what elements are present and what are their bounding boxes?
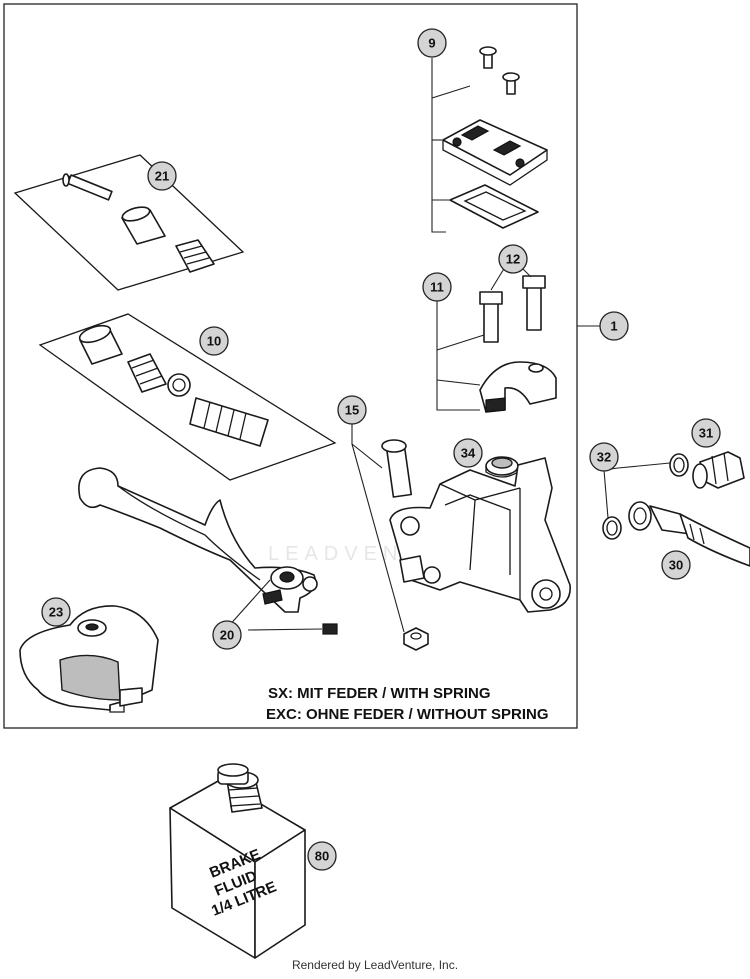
- svg-text:1: 1: [610, 319, 617, 334]
- callout-15[interactable]: 15: [337, 395, 367, 425]
- svg-text:20: 20: [220, 628, 234, 643]
- callout-1[interactable]: 1: [599, 311, 629, 341]
- svg-text:15: 15: [345, 403, 359, 418]
- callout-80[interactable]: 80: [307, 841, 337, 871]
- part-34-plug[interactable]: [485, 456, 519, 478]
- part-30-brake-hose[interactable]: [628, 501, 750, 567]
- callout-34[interactable]: 34: [453, 438, 483, 468]
- master-cylinder-body[interactable]: [389, 457, 571, 613]
- svg-text:9: 9: [428, 36, 435, 51]
- part-31-banjo-bolt[interactable]: [692, 451, 745, 489]
- part-9-cap[interactable]: [431, 46, 548, 233]
- callout-23[interactable]: 23: [41, 597, 71, 627]
- svg-text:10: 10: [207, 334, 221, 349]
- svg-text:23: 23: [49, 605, 63, 620]
- footer-credit: Rendered by LeadVenture, Inc.: [291, 958, 459, 972]
- callout-30[interactable]: 30: [661, 550, 691, 580]
- part-32-washers[interactable]: [602, 453, 689, 540]
- assembly-frame: [3, 3, 578, 729]
- callout-20[interactable]: 20: [212, 620, 242, 650]
- callout-31[interactable]: 31: [691, 418, 721, 448]
- callout-9[interactable]: 9: [417, 28, 447, 58]
- part-23-cover[interactable]: [19, 605, 159, 713]
- part-21-kit[interactable]: [13, 154, 245, 291]
- note-exc: EXC: OHNE FEDER / WITHOUT SPRING: [266, 706, 549, 723]
- part-10-kit[interactable]: [38, 313, 337, 481]
- svg-text:12: 12: [506, 252, 520, 267]
- callout-10[interactable]: 10: [199, 326, 229, 356]
- svg-text:11: 11: [430, 280, 444, 295]
- svg-text:32: 32: [597, 450, 611, 465]
- callout-21[interactable]: 21: [147, 161, 177, 191]
- part-15-bolt[interactable]: [351, 422, 429, 651]
- part-11-12-clamp[interactable]: [436, 266, 557, 413]
- svg-text:21: 21: [155, 169, 169, 184]
- note-sx: SX: MIT FEDER / WITH SPRING: [268, 685, 491, 702]
- svg-text:30: 30: [669, 558, 683, 573]
- brake-lever[interactable]: [78, 467, 338, 635]
- brake-fluid-bottle[interactable]: BRAKE FLUID 1/4 LITRE: [169, 763, 306, 959]
- callout-12[interactable]: 12: [498, 244, 528, 274]
- callout-32[interactable]: 32: [589, 442, 619, 472]
- svg-text:34: 34: [461, 446, 476, 461]
- callout-11[interactable]: 11: [422, 272, 452, 302]
- svg-text:31: 31: [699, 426, 713, 441]
- svg-text:80: 80: [315, 849, 329, 864]
